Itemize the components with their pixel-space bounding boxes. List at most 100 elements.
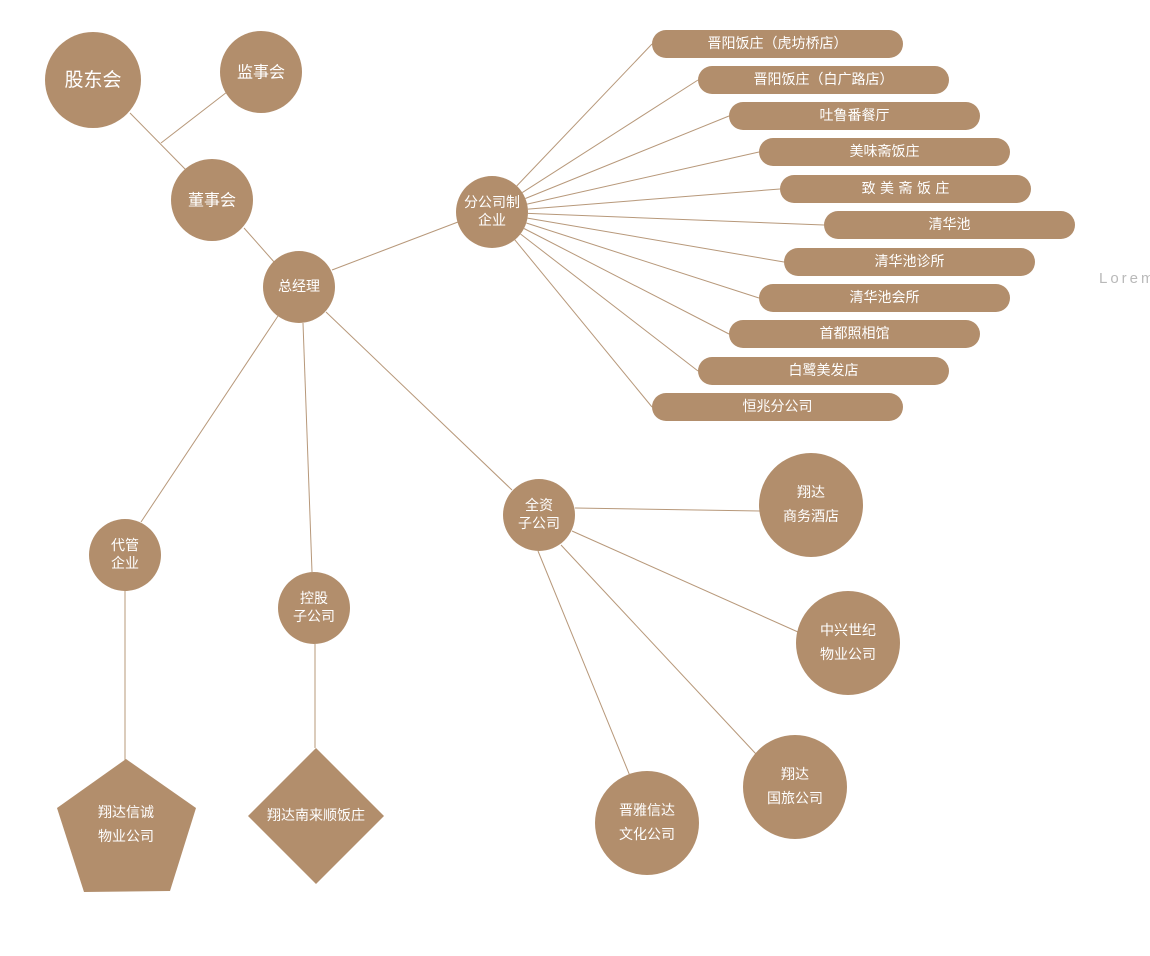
node-label: 翔达信诚 — [98, 805, 154, 821]
line-branch-8 — [523, 228, 730, 335]
node-xiangda-xincheng-shape — [57, 759, 196, 892]
branch-pill — [698, 66, 949, 94]
node-board-shape — [171, 159, 253, 241]
branch-pill — [652, 30, 903, 58]
line-wholly-hotel — [574, 507, 761, 512]
line-wholly-zhongxing — [571, 530, 799, 633]
node-label: 商务酒店 — [783, 509, 839, 525]
node-xiangda-hotel-shape — [759, 453, 863, 557]
node-supervisors[interactable]: 监事会 — [220, 31, 302, 113]
branch-label: 致 美 斋 饭 庄 — [862, 180, 950, 197]
branch-item[interactable]: 清华池诊所 — [784, 248, 1035, 276]
node-label: 翔达 — [797, 485, 825, 501]
lorem-watermark: Lorem — [1099, 270, 1150, 287]
node-label: 全资 — [525, 497, 553, 514]
node-label: 企业 — [111, 555, 139, 572]
node-managed-enterprises-shape — [89, 519, 161, 591]
branch-pill — [780, 175, 1031, 203]
node-label: 监事会 — [237, 63, 285, 82]
branch-item[interactable]: 美味斋饭庄 — [759, 138, 1010, 166]
node-shareholders-shape — [45, 32, 141, 128]
branch-item[interactable]: 致 美 斋 饭 庄 — [780, 175, 1031, 203]
node-board[interactable]: 董事会 — [171, 159, 253, 241]
branch-label: 美味斋饭庄 — [850, 143, 920, 160]
node-label: 控股 — [300, 591, 328, 607]
branch-pill — [759, 138, 1010, 166]
line-branch-6 — [527, 217, 785, 263]
branch-pill — [698, 357, 949, 385]
node-nanlaishun-shape — [248, 748, 384, 884]
node-label: 总经理 — [278, 279, 320, 295]
node-label: 文化公司 — [619, 827, 675, 843]
node-label: 物业公司 — [820, 647, 876, 663]
node-zhongxing-shiji-shape — [796, 591, 900, 695]
branch-label: 吐鲁番餐厅 — [820, 108, 890, 124]
line-branch-1 — [522, 79, 699, 194]
branch-label: 晋阳饭庄（虎坊桥店） — [708, 35, 848, 52]
node-shareholders[interactable]: 股东会 — [45, 32, 141, 128]
node-jinya-xinda-shape — [595, 771, 699, 875]
node-label: 国旅公司 — [767, 791, 823, 807]
node-nanlaishun[interactable]: 翔达南来顺饭庄 — [248, 748, 384, 884]
branch-label: 晋阳饭庄（白广路店） — [754, 71, 894, 88]
branch-pill — [652, 393, 903, 421]
node-label: 翔达 — [781, 767, 809, 783]
node-label: 分公司制 — [464, 195, 520, 211]
line-supervisors-junction — [160, 91, 228, 144]
line-board-gm — [243, 227, 276, 264]
branch-item[interactable]: 清华池会所 — [759, 284, 1010, 312]
branch-item[interactable]: 恒兆分公司 — [652, 393, 903, 421]
line-branch-3 — [526, 151, 760, 205]
branch-item[interactable]: 首都照相馆 — [729, 320, 980, 348]
line-gm-managed — [140, 315, 279, 523]
node-holding-subsidiary-shape — [278, 572, 350, 644]
branch-pill — [784, 248, 1035, 276]
node-label: 代管 — [111, 538, 139, 554]
node-label: 晋雅信达 — [619, 803, 675, 819]
branch-item[interactable]: 清华池 — [824, 211, 1075, 239]
branch-item[interactable]: 晋阳饭庄（虎坊桥店） — [652, 30, 903, 58]
branch-item[interactable]: 吐鲁番餐厅 — [729, 102, 980, 130]
line-gm-holding — [302, 322, 313, 573]
connector-lines — [124, 43, 825, 777]
branch-label: 清华池会所 — [850, 290, 920, 306]
node-label: 子公司 — [293, 609, 335, 625]
node-label: 董事会 — [188, 191, 236, 210]
node-label: 中兴世纪 — [820, 623, 876, 639]
line-branch-0 — [516, 43, 653, 187]
line-gm-branch — [331, 221, 459, 271]
node-general-manager-shape — [263, 251, 335, 323]
node-wholly-owned-subsidiary-shape — [503, 479, 575, 551]
node-supervisors-shape — [220, 31, 302, 113]
line-wholly-guolv — [560, 544, 757, 755]
branch-label: 清华池 — [929, 217, 971, 233]
line-branch-9 — [520, 233, 699, 372]
branch-pill — [729, 320, 980, 348]
branch-pill — [759, 284, 1010, 312]
line-branch-10 — [514, 239, 653, 408]
node-xiangda-guolv-shape — [743, 735, 847, 839]
node-label: 企业 — [478, 212, 506, 229]
node-general-manager[interactable]: 总经理 — [263, 251, 335, 323]
branch-item[interactable]: 白鹭美发店 — [698, 357, 949, 385]
line-branch-4 — [527, 188, 781, 210]
node-shapes: 股东会监事会董事会总经理分公司制企业代管企业控股子公司全资子公司晋雅信达文化公司… — [45, 30, 1075, 892]
node-label: 翔达南来顺饭庄 — [267, 807, 365, 824]
branch-label: 清华池诊所 — [875, 254, 945, 270]
branch-label: 首都照相馆 — [820, 326, 890, 342]
node-branch-enterprises-shape — [456, 176, 528, 248]
branch-item[interactable]: 晋阳饭庄（白广路店） — [698, 66, 949, 94]
branch-pill — [824, 211, 1075, 239]
branch-label: 恒兆分公司 — [743, 399, 813, 415]
branch-label: 白鹭美发店 — [789, 363, 859, 379]
